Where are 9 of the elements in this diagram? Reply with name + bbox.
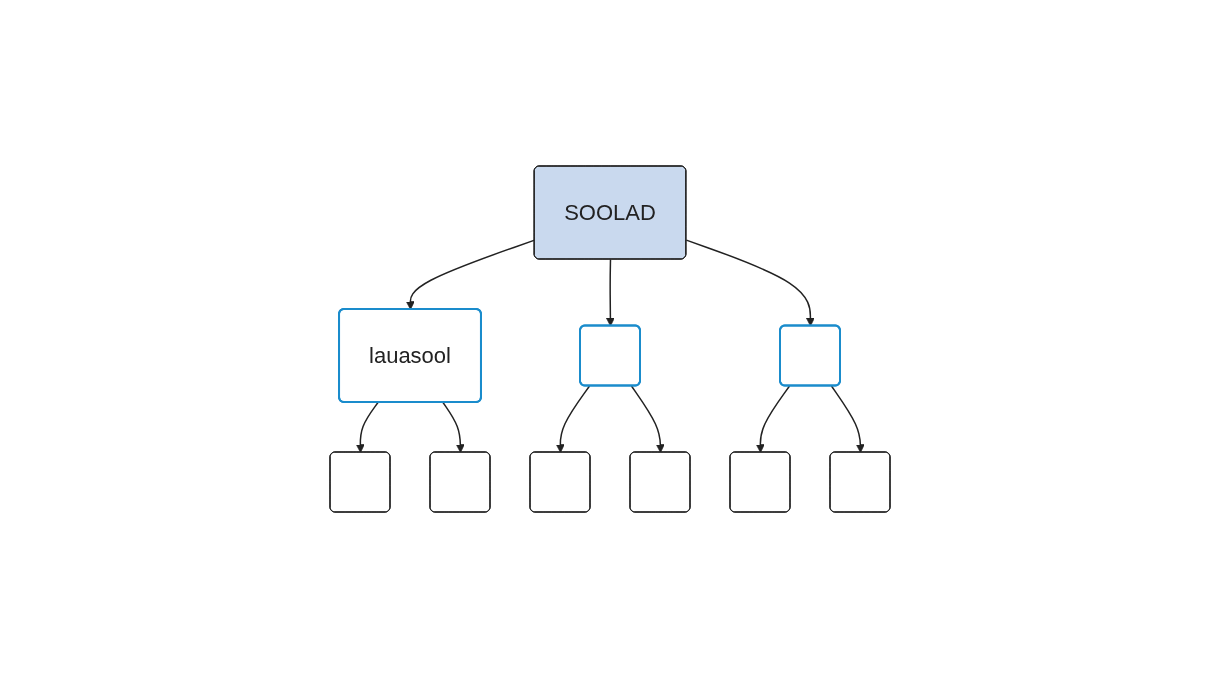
arrow (685, 238, 815, 326)
arrow (441, 401, 465, 453)
arrow (630, 384, 665, 453)
arrow (605, 258, 615, 326)
arrow (830, 384, 865, 453)
arrow (405, 238, 535, 310)
arrow (755, 384, 790, 453)
arrow (355, 401, 379, 453)
arrow (555, 384, 590, 453)
